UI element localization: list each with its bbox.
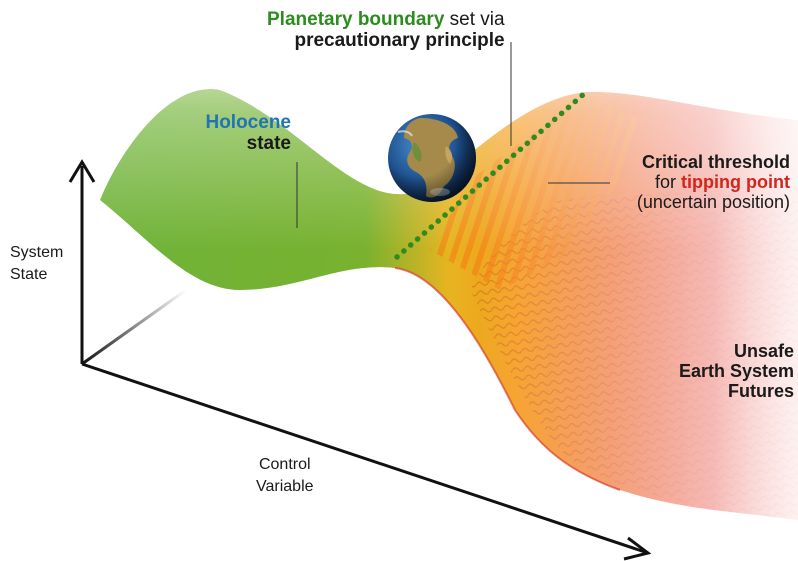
earth-globe-icon (388, 114, 476, 202)
planetary-boundary-highlight: Planetary boundary (267, 9, 445, 30)
planetary-boundary-rest: set via (444, 9, 505, 30)
y-axis-label-line1: System (10, 244, 64, 261)
unsafe-line3: Futures (727, 381, 794, 402)
x-axis-label-line1: Control (258, 456, 311, 473)
y-axis-label-line2: State (10, 265, 48, 283)
depth-axis (81, 288, 187, 366)
unsafe-futures-label: Unsafe Earth System Futures (664, 341, 794, 401)
unsafe-line2: Earth System (678, 361, 794, 382)
planetary-boundary-line2: precautionary principle (294, 30, 505, 52)
y-axis-arrowhead (68, 159, 96, 183)
planetary-boundary-line (394, 90, 588, 260)
critical-threshold-line3: (uncertain position) (636, 192, 790, 213)
cliff-edge (394, 267, 621, 491)
x-axis-label-line2: Variable (256, 477, 314, 495)
x-axis-arrowhead (623, 536, 652, 561)
critical-threshold-prefix: for (655, 172, 682, 193)
axes (68, 159, 652, 561)
planetary-boundary-label: Planetary boundary set via precautionary… (267, 9, 505, 52)
critical-threshold-line1: Critical threshold (641, 152, 790, 172)
x-axis (81, 362, 646, 554)
holocene-highlight: Holocene (205, 112, 291, 133)
x-axis-label: Control Variable (256, 454, 314, 497)
y-axis-label: System State (10, 242, 63, 285)
unsafe-line1: Unsafe (733, 341, 794, 361)
critical-threshold-label: Critical threshold for tipping point (un… (612, 152, 790, 212)
holocene-state-label: Holocene state (196, 112, 291, 155)
holocene-line2: state (246, 133, 291, 155)
tipping-point-highlight: tipping point (681, 172, 790, 193)
